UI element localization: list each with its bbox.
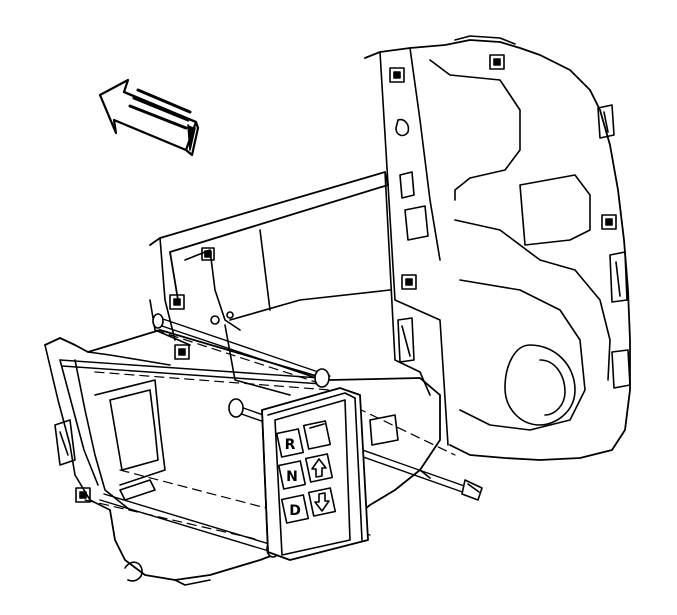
neutral-label: N — [286, 469, 298, 485]
dash-support-bracket — [364, 35, 631, 461]
downshift-arrow-icon — [307, 487, 337, 517]
button-neutral: N — [277, 460, 307, 490]
reverse-label: R — [285, 437, 296, 453]
upshift-arrow-icon — [304, 453, 334, 483]
shifter-control-module: R N D — [261, 387, 369, 561]
button-drive: D — [280, 494, 310, 524]
drive-label: D — [289, 503, 301, 519]
button-blank — [302, 420, 332, 450]
direction-arrow-icon — [98, 78, 200, 157]
radio-mounting-frame — [149, 171, 431, 396]
button-reverse: R — [275, 428, 305, 458]
